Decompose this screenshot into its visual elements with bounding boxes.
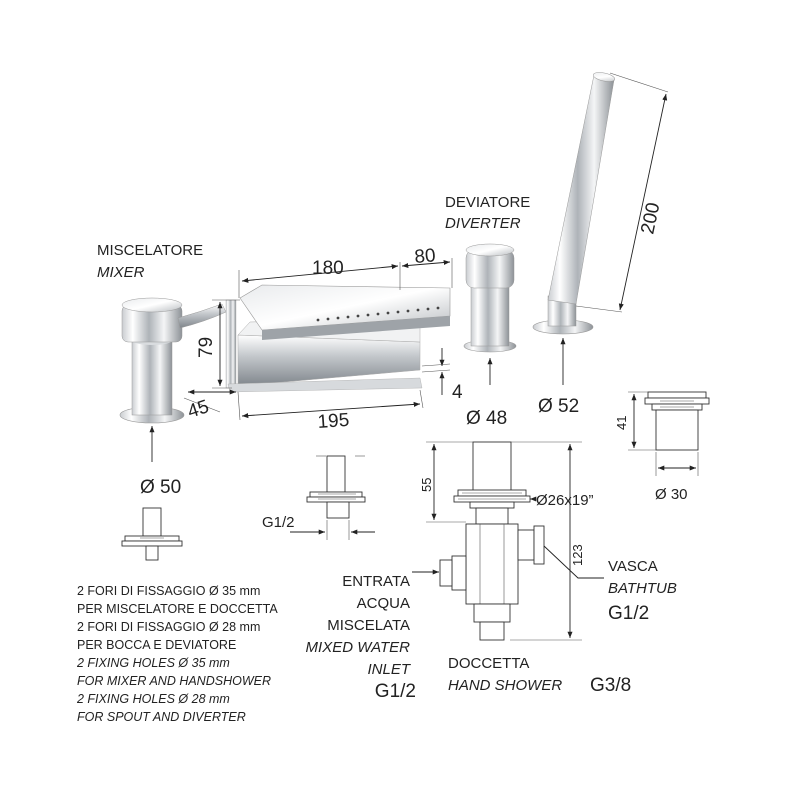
handshower-label-it: DOCCETTA xyxy=(448,655,529,672)
bathtub-label-en: BATHTUB xyxy=(608,580,677,597)
tail-thread-label: G1/2 xyxy=(262,514,295,531)
dim-holder-diameter: Ø 30 xyxy=(655,486,688,503)
inlet-label-it-1: ENTRATA xyxy=(342,573,410,590)
handshower-holder-drawing xyxy=(628,391,710,476)
diverter-label-en: DIVERTER xyxy=(445,215,521,232)
mixer-tail-drawing xyxy=(121,507,183,561)
handshower-illustration xyxy=(532,72,616,335)
handshower-thread: G3/8 xyxy=(590,675,631,696)
dim-diverter-diameter: Ø 48 xyxy=(466,408,507,429)
dim-clearance: 4 xyxy=(452,382,463,403)
bathtub-thread: G1/2 xyxy=(608,603,649,624)
note-line: FOR SPOUT AND DIVERTER xyxy=(77,710,246,724)
inlet-label-it-3: MISCELATA xyxy=(327,617,410,634)
inlet-label-en-1: MIXED WATER xyxy=(306,639,411,656)
note-line: 2 FIXING HOLES Ø 28 mm xyxy=(76,692,230,706)
note-line: 2 FORI DI FISSAGGIO Ø 28 mm xyxy=(77,620,260,634)
dim-body-height: 123 xyxy=(570,544,585,566)
spout-illustration xyxy=(225,284,451,393)
note-line: PER BOCCA E DEVIATORE xyxy=(77,638,236,652)
dim-nut-thread: Ø26x19” xyxy=(536,492,594,509)
note-line: 2 FIXING HOLES Ø 35 mm xyxy=(76,656,230,670)
spout-tail-drawing xyxy=(290,455,375,540)
inlet-label-en-2: INLET xyxy=(367,661,411,678)
mixer-illustration xyxy=(119,297,227,424)
note-line: FOR MIXER AND HANDSHOWER xyxy=(77,674,271,688)
dim-spout-length: 195 xyxy=(317,410,350,433)
mixer-label-en: MIXER xyxy=(97,264,145,281)
diverter-body-drawing xyxy=(412,441,604,641)
dim-handshower-base-diameter: Ø 52 xyxy=(538,396,579,417)
dimension-lines xyxy=(149,72,669,462)
dim-spout-height: 79 xyxy=(196,337,217,358)
note-line: PER MISCELATORE E DOCCETTA xyxy=(77,602,278,616)
dim-tail-length: 55 xyxy=(419,478,434,492)
inlet-thread: G1/2 xyxy=(375,681,416,702)
dim-holder-height: 41 xyxy=(614,416,629,430)
mixer-label-it: MISCELATORE xyxy=(97,242,203,259)
dim-handshower-length: 200 xyxy=(637,201,664,236)
diverter-label-it: DEVIATORE xyxy=(445,194,530,211)
handshower-label-en: HAND SHOWER xyxy=(448,677,562,694)
inlet-label-it-2: ACQUA xyxy=(357,595,410,612)
spout-nozzle-row xyxy=(316,306,440,322)
dim-spout-width: 180 xyxy=(312,258,344,279)
fixing-notes: 2 FORI DI FISSAGGIO Ø 35 mm PER MISCELAT… xyxy=(76,584,278,724)
diverter-illustration xyxy=(463,243,517,353)
note-line: 2 FORI DI FISSAGGIO Ø 35 mm xyxy=(77,584,260,598)
bathtub-label-it: VASCA xyxy=(608,558,658,575)
dim-mixer-diameter: Ø 50 xyxy=(140,477,181,498)
dim-spout-depth: 80 xyxy=(414,245,437,268)
